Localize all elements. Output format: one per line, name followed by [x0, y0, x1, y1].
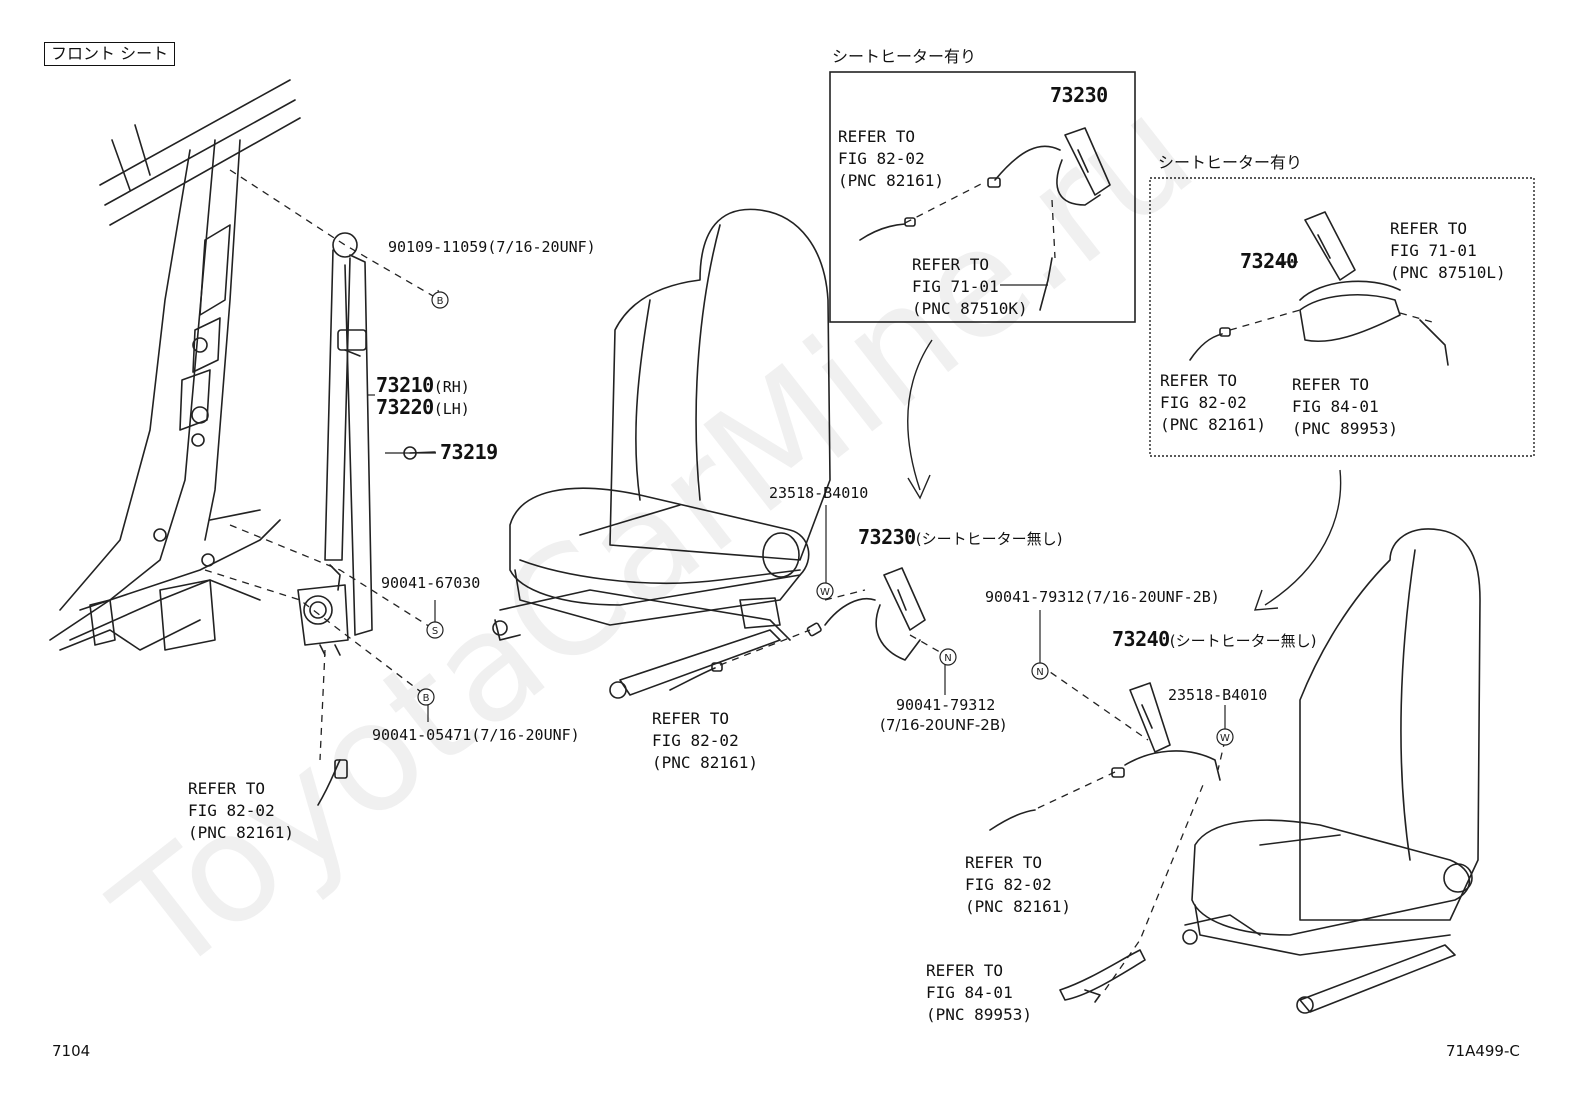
buckle-73230-heater	[859, 127, 1111, 311]
heater-harness-89953	[1059, 949, 1146, 1003]
seat-belt-73210	[297, 232, 373, 656]
buckle-73230	[806, 567, 926, 661]
marker-n-left-text: N	[944, 653, 951, 664]
marker-n-right: N	[1031, 662, 1049, 680]
marker-b-top: B	[431, 291, 449, 309]
marker-n-right-text: N	[1036, 667, 1043, 678]
marker-w-right-text: W	[1220, 733, 1230, 744]
buckle-73240	[989, 682, 1221, 831]
marker-w-right: W	[1216, 728, 1234, 746]
heater-box-right	[1149, 177, 1535, 457]
b-pillar-body	[49, 79, 301, 651]
marker-n-left: N	[939, 648, 957, 666]
leader-90109	[229, 169, 441, 301]
marker-b-top-text: B	[437, 296, 444, 307]
buckle-73240-heater	[1189, 211, 1449, 366]
marker-w-left: W	[816, 582, 834, 600]
marker-b-bottom: B	[417, 688, 435, 706]
arrow-right	[1264, 469, 1342, 606]
harness-lines	[317, 662, 723, 806]
marker-b-bottom-text: B	[423, 693, 430, 704]
front-seat-left	[492, 208, 831, 699]
marker-s-text: S	[432, 626, 438, 637]
marker-s: S	[426, 621, 444, 639]
front-seat-right	[1182, 528, 1481, 1014]
marker-w-left-text: W	[820, 587, 830, 598]
arrow-left	[907, 339, 933, 491]
heater-box-left	[829, 71, 1136, 323]
